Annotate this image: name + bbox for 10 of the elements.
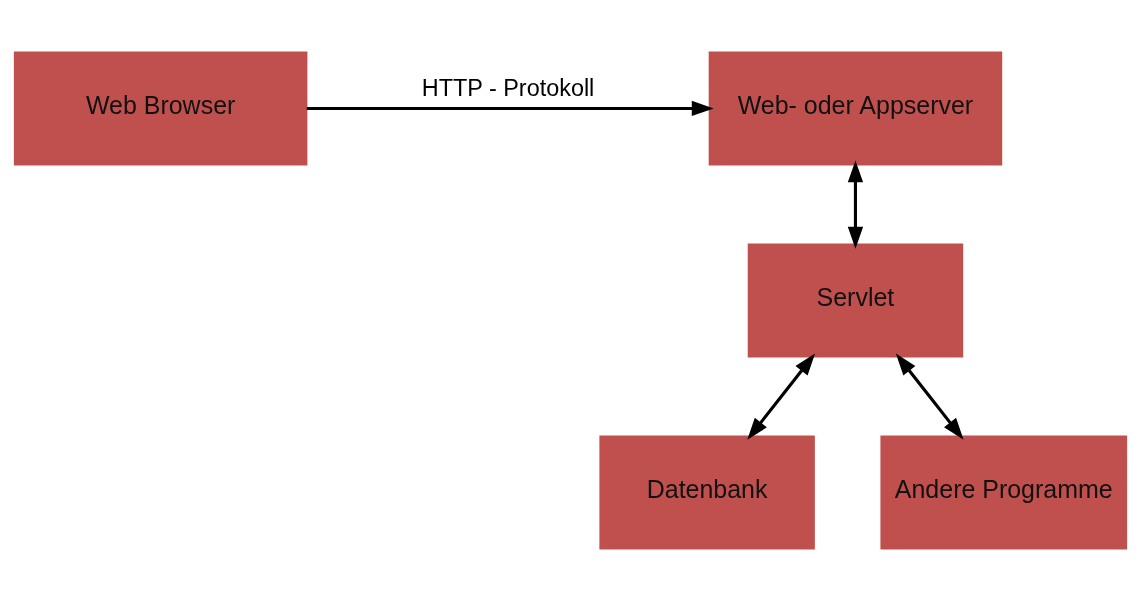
node-box: Web- oder Appserver bbox=[708, 51, 1003, 166]
arrow bbox=[847, 160, 864, 249]
node-box: Servlet bbox=[747, 243, 964, 358]
arrow bbox=[306, 100, 714, 117]
arrow bbox=[747, 353, 816, 440]
edge-label: HTTP - Protokoll bbox=[421, 74, 595, 101]
node-box: Datenbank bbox=[599, 435, 815, 550]
arrow bbox=[895, 353, 964, 440]
node-box: Andere Programme bbox=[880, 435, 1128, 550]
node-box: Web Browser bbox=[13, 51, 308, 166]
